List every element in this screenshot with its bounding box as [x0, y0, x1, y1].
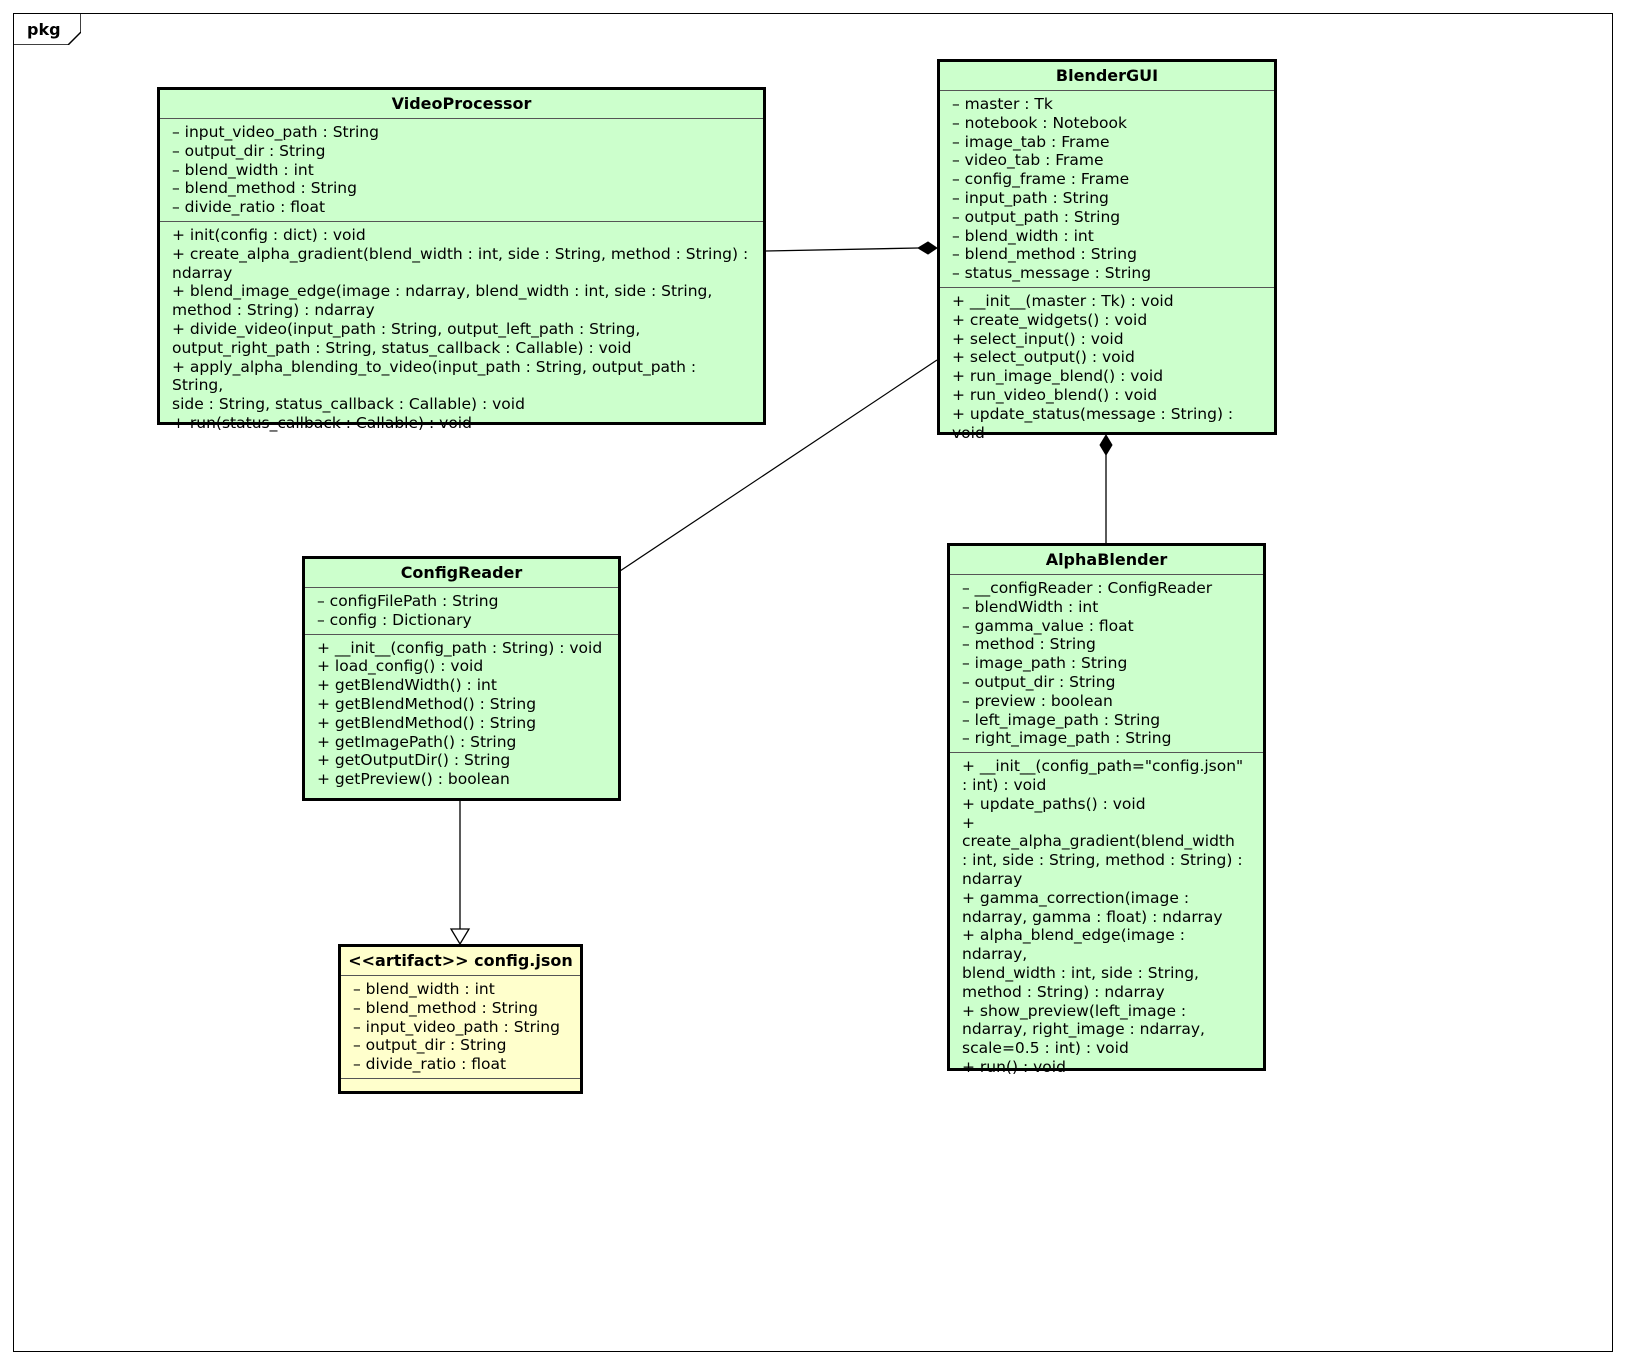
attribute-line: – blend_method : String: [952, 245, 1137, 264]
attribute-line: – input_video_path : String: [172, 123, 379, 141]
attribute-line: – left_image_path : String: [962, 710, 1161, 729]
attributes-compartment: – blend_width : int– blend_method : Stri…: [341, 976, 580, 1079]
attribute-line: – blendWidth : int: [962, 597, 1099, 616]
attribute-line: – config_frame : Frame: [952, 170, 1130, 189]
operation-line: method : String) : ndarray: [172, 301, 375, 320]
operation-line: + alpha_blend_edge(image : ndarray,: [962, 926, 1190, 964]
operation-line: + getBlendMethod() : String: [317, 713, 537, 732]
operations-compartment: + __init__(master : Tk) : void+ create_w…: [940, 288, 1274, 446]
operation-line: blend_width : int, side : String,: [962, 963, 1199, 982]
attribute-line: – config : Dictionary: [317, 610, 472, 629]
package-frame: [13, 13, 1613, 1352]
operation-line: + divide_video(input_path : String, outp…: [172, 319, 641, 338]
operation-line: + getPreview() : boolean: [317, 770, 510, 789]
class-configreader[interactable]: ConfigReader – configFilePath : String– …: [302, 556, 621, 801]
attributes-compartment: – configFilePath : String– config : Dict…: [305, 588, 618, 635]
attribute-line: – video_tab : Frame: [952, 151, 1104, 170]
class-title: VideoProcessor: [160, 90, 763, 119]
operation-line: + getImagePath() : String: [317, 732, 517, 751]
operation-line: scale=0.5 : int) : void: [962, 1039, 1129, 1058]
operation-line: method : String) : ndarray: [962, 982, 1165, 1001]
attribute-line: – master : Tk: [952, 95, 1053, 113]
operation-line: + update_paths() : void: [962, 794, 1146, 813]
operation-line: + __init__(config_path : String) : void: [317, 638, 603, 657]
operation-line: + getBlendMethod() : String: [317, 694, 537, 713]
operation-line: ndarray, right_image : ndarray,: [962, 1020, 1205, 1039]
operation-line: + load_config() : void: [317, 657, 484, 676]
operation-line: output_right_path : String, status_callb…: [172, 338, 632, 357]
operation-line: + select_input() : void: [952, 329, 1124, 348]
attribute-line: – blend_method : String: [172, 179, 357, 198]
operation-line: + init(config : dict) : void: [172, 225, 366, 244]
operation-line: : int, side : String, method : String) :: [962, 851, 1243, 870]
attribute-line: – output_dir : String: [962, 672, 1116, 691]
attribute-line: – __configReader : ConfigReader: [962, 579, 1213, 597]
operation-line: + getBlendWidth() : int: [317, 676, 497, 695]
operation-line: + select_output() : void: [952, 348, 1135, 367]
operations-compartment: + __init__(config_path : String) : void+…: [305, 635, 618, 793]
operation-line: + create_alpha_gradient(blend_width: [962, 813, 1235, 851]
operation-line: + getOutputDir() : String: [317, 751, 511, 770]
artifact-config-json[interactable]: <<artifact>> config.json – blend_width :…: [338, 944, 583, 1094]
operation-line: + run(status_callback : Callable) : void: [172, 413, 472, 432]
operation-line: + create_widgets() : void: [952, 310, 1148, 329]
operations-compartment: + __init__(config_path="config.json": in…: [950, 753, 1263, 1081]
class-videoprocessor[interactable]: VideoProcessor – input_video_path : Stri…: [157, 87, 766, 432]
class-blendergui[interactable]: BlenderGUI – master : Tk– notebook : Not…: [937, 59, 1277, 442]
attribute-line: – image_path : String: [962, 654, 1128, 673]
attribute-line: – status_message : String: [952, 264, 1152, 283]
class-title: <<artifact>> config.json: [341, 947, 580, 976]
attribute-line: – input_path : String: [952, 188, 1109, 207]
class-title: BlenderGUI: [940, 62, 1274, 91]
operation-line: ndarray: [962, 869, 1023, 888]
operation-line: + __init__(config_path="config.json": [962, 757, 1244, 776]
package-frame-tab: [13, 13, 81, 45]
attribute-line: – divide_ratio : float: [172, 198, 326, 217]
operation-line: + blend_image_edge(image : ndarray, blen…: [172, 282, 713, 301]
attribute-line: – output_dir : String: [172, 141, 326, 160]
attributes-compartment: – master : Tk– notebook : Notebook– imag…: [940, 91, 1274, 288]
attribute-line: – preview : boolean: [962, 691, 1113, 710]
operation-line: + run() : void: [962, 1057, 1066, 1076]
attributes-compartment: – __configReader : ConfigReader– blendWi…: [950, 575, 1263, 754]
class-alphablender[interactable]: AlphaBlender – __configReader : ConfigRe…: [947, 543, 1266, 1076]
operation-line: + gamma_correction(image :: [962, 888, 1190, 907]
attribute-line: – image_tab : Frame: [952, 132, 1110, 151]
class-title: AlphaBlender: [950, 546, 1263, 575]
operation-line: ndarray, gamma : float) : ndarray: [962, 907, 1223, 926]
operation-line: + create_alpha_gradient(blend_width : in…: [172, 244, 749, 263]
operation-line: ndarray: [172, 263, 233, 282]
attribute-line: – input_video_path : String: [353, 1017, 560, 1036]
operation-line: side : String, status_callback : Callabl…: [172, 395, 525, 414]
operations-compartment: + init(config : dict) : void+ create_alp…: [160, 222, 763, 437]
operation-line: : int) : void: [962, 775, 1047, 794]
operation-line: + apply_alpha_blending_to_video(input_pa…: [172, 357, 702, 395]
attribute-line: – output_path : String: [952, 207, 1121, 226]
attributes-compartment: – input_video_path : String– output_dir …: [160, 119, 763, 222]
operation-line: + update_status(message : String) : void: [952, 404, 1239, 442]
attribute-line: – blend_method : String: [353, 998, 538, 1017]
attribute-line: – method : String: [962, 635, 1096, 654]
attribute-line: – blend_width : int: [172, 160, 314, 179]
attribute-line: – output_dir : String: [353, 1036, 507, 1055]
operation-line: + run_image_blend() : void: [952, 367, 1164, 386]
attribute-line: – divide_ratio : float: [353, 1055, 507, 1074]
attribute-line: – gamma_value : float: [962, 616, 1134, 635]
package-label: pkg: [27, 20, 61, 39]
attribute-line: – right_image_path : String: [962, 729, 1172, 748]
attribute-line: – blend_width : int: [952, 226, 1094, 245]
operation-line: + __init__(master : Tk) : void: [952, 291, 1174, 310]
attribute-line: – configFilePath : String: [317, 592, 499, 610]
operation-line: + show_preview(left_image :: [962, 1001, 1187, 1020]
operation-line: + run_video_blend() : void: [952, 385, 1158, 404]
attribute-line: – blend_width : int: [353, 980, 495, 998]
operations-compartment: [341, 1079, 580, 1091]
attribute-line: – notebook : Notebook: [952, 113, 1127, 132]
class-title: ConfigReader: [305, 559, 618, 588]
